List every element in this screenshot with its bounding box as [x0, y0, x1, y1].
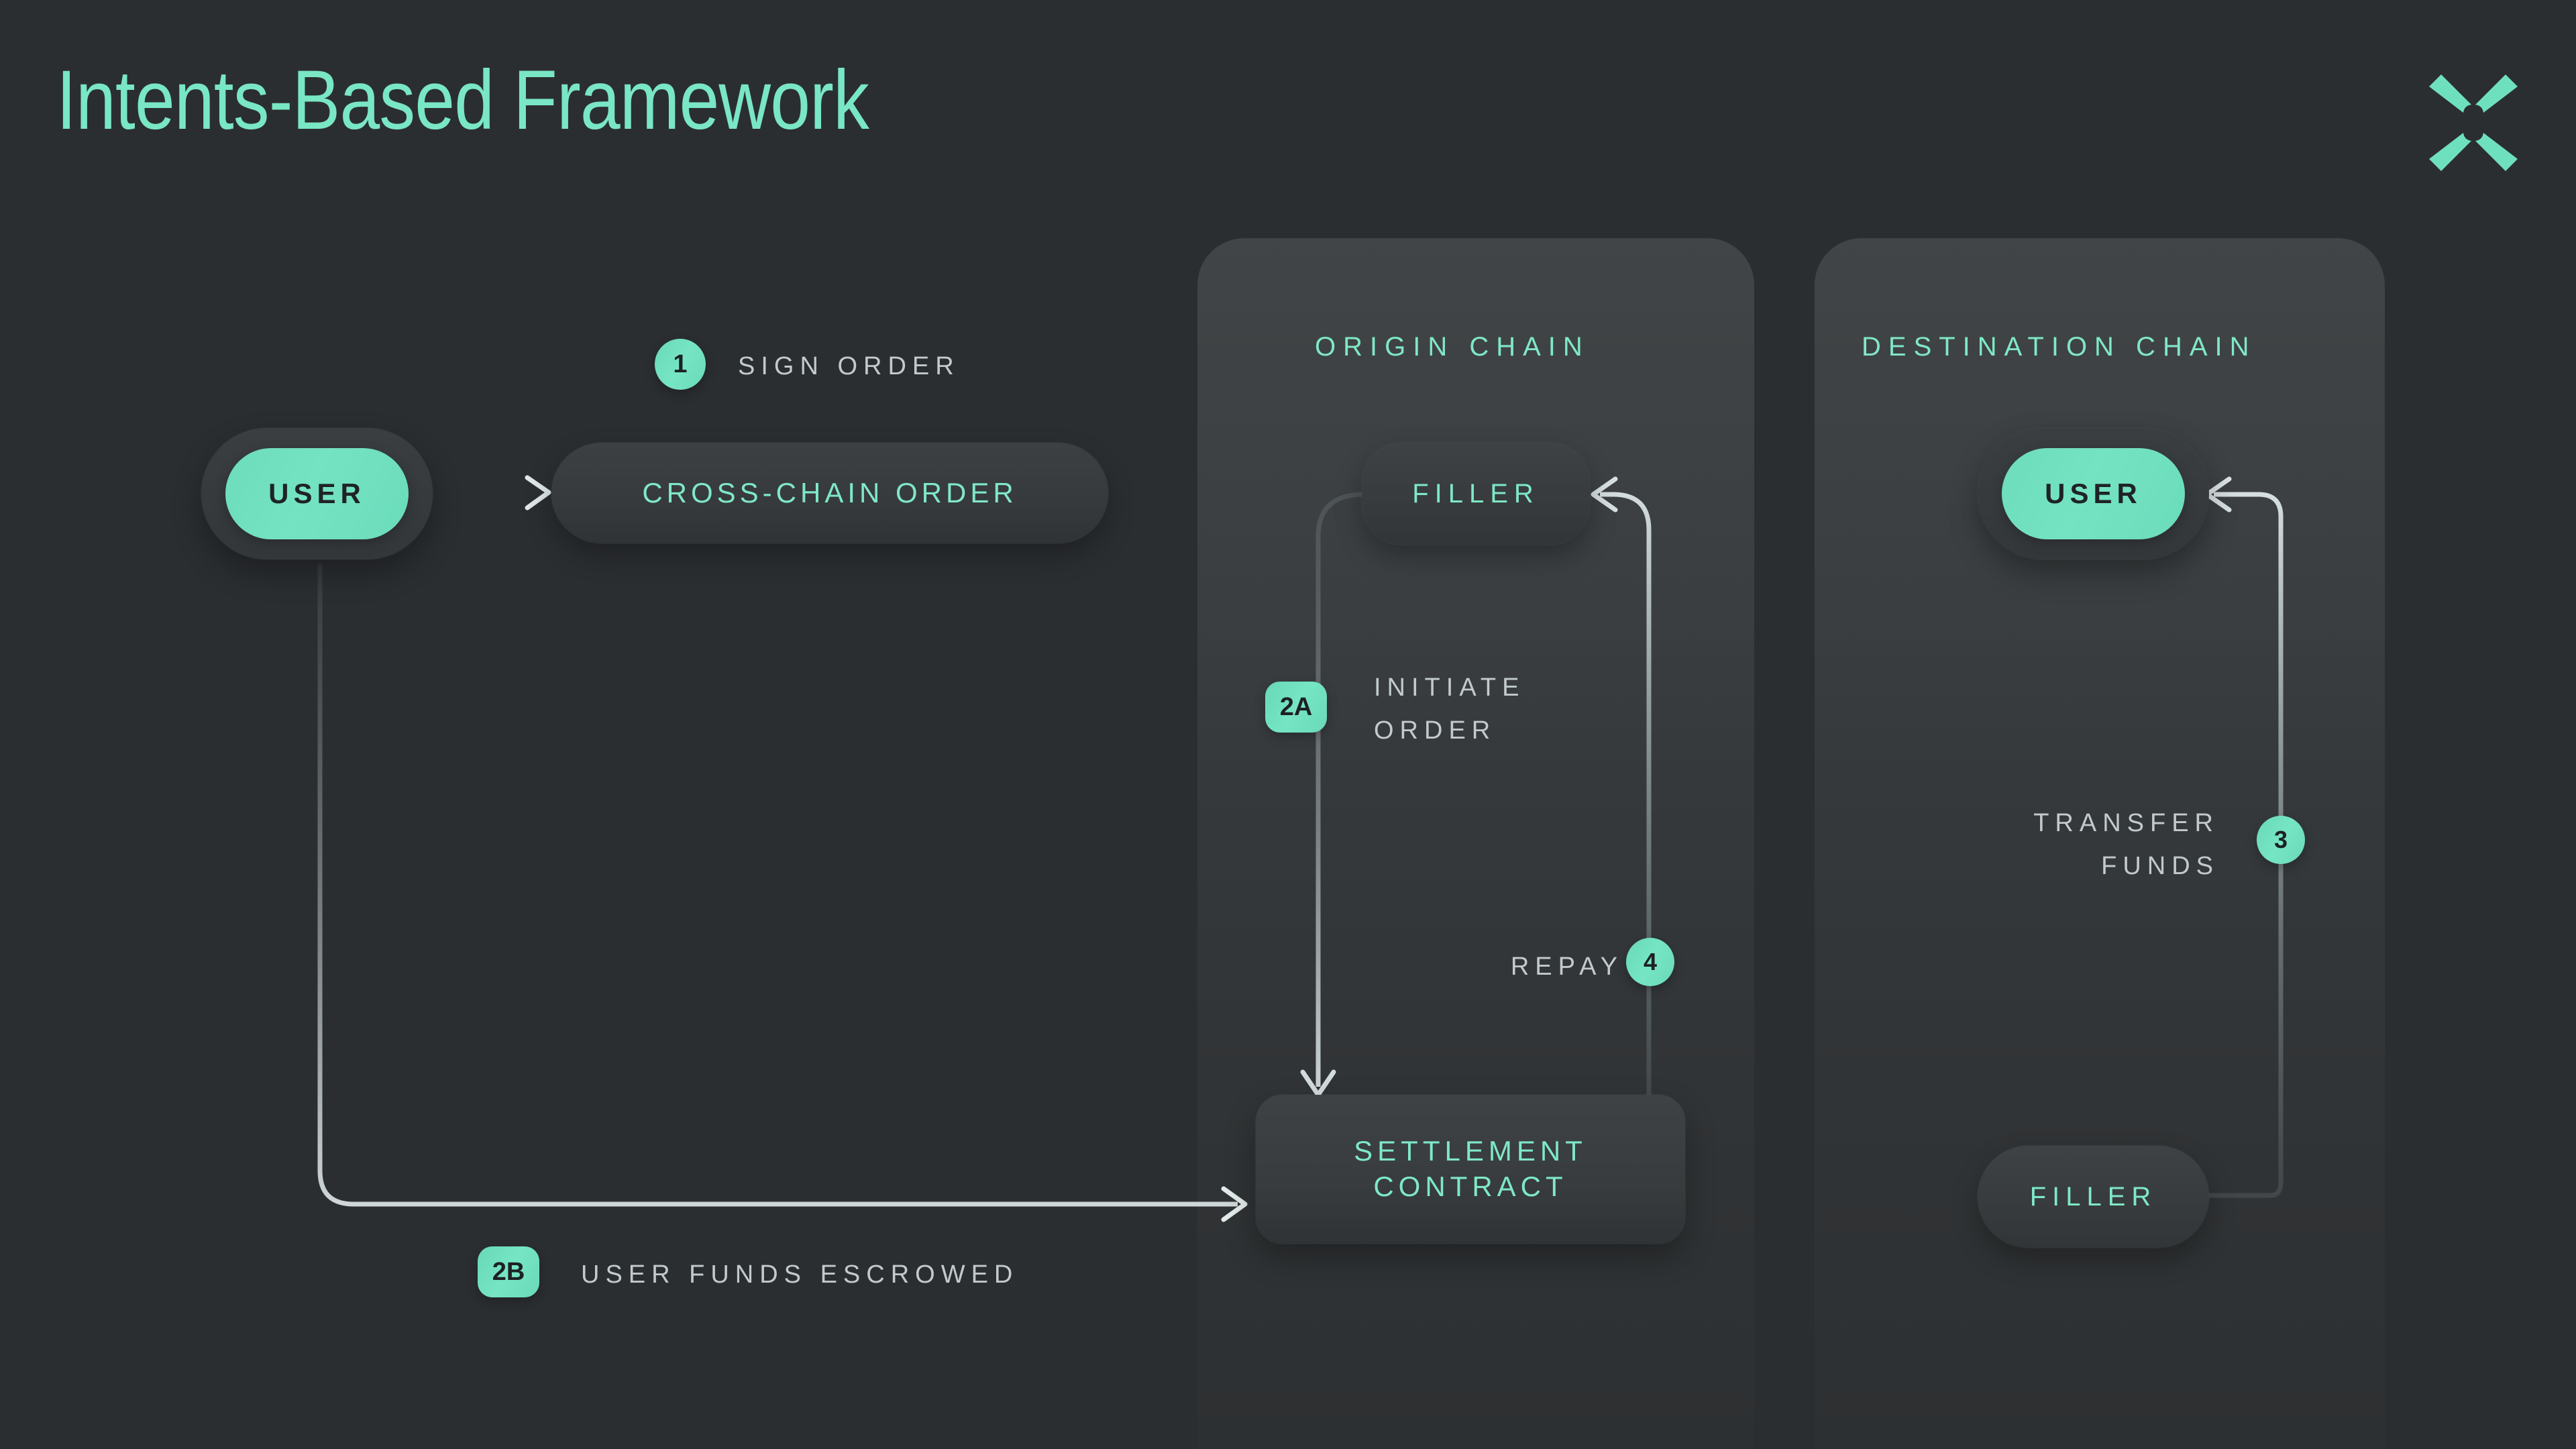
- wire-user-funds-escrowed: [317, 564, 1248, 1222]
- step-badge-3-text: 3: [2273, 826, 2288, 853]
- node-filler-origin[interactable]: FILLER: [1362, 443, 1590, 545]
- node-user-destination-label: USER: [2002, 448, 2185, 539]
- step-badge-3: 3: [2257, 816, 2305, 864]
- step-badge-4: 4: [1626, 938, 1674, 986]
- step-badge-1: 1: [655, 339, 706, 390]
- step-badge-2a: 2A: [1265, 682, 1327, 733]
- step-label-sign-order: SIGN ORDER: [738, 352, 960, 380]
- node-settlement-contract[interactable]: SETTLEMENT CONTRACT: [1256, 1095, 1685, 1244]
- step-label-user-funds-escrowed: USER FUNDS ESCROWED: [581, 1260, 1019, 1289]
- destination-chain-title: DESTINATION CHAIN: [1862, 332, 2257, 362]
- node-filler-destination[interactable]: FILLER: [1978, 1146, 2209, 1248]
- node-user-origin-label: USER: [225, 448, 409, 539]
- settlement-contract-line-1: SETTLEMENT: [1354, 1135, 1587, 1167]
- node-user-origin[interactable]: USER: [201, 428, 433, 559]
- step-badge-2b-text: 2B: [492, 1257, 525, 1286]
- x-logo-icon: [2423, 72, 2524, 173]
- origin-chain-panel: [1197, 238, 1754, 1449]
- wire-sign-order: [481, 475, 551, 511]
- node-cross-chain-order[interactable]: CROSS-CHAIN ORDER: [551, 443, 1108, 543]
- page-title: Intents-Based Framework: [56, 54, 869, 147]
- settlement-contract-line-2: CONTRACT: [1373, 1171, 1568, 1202]
- step-label-repay: REPAY: [1510, 953, 1623, 981]
- step-badge-1-text: 1: [673, 350, 688, 378]
- step-badge-2b: 2B: [478, 1246, 539, 1297]
- step-label-initiate-order-line-1: INITIATE: [1374, 674, 1525, 702]
- step-label-transfer-funds-line-2: FUNDS: [2101, 852, 2219, 880]
- node-filler-destination-label: FILLER: [2029, 1181, 2157, 1212]
- node-filler-origin-label: FILLER: [1412, 478, 1540, 508]
- step-badge-2a-text: 2A: [1279, 692, 1313, 721]
- step-label-transfer-funds-line-1: TRANSFER: [2033, 809, 2219, 837]
- origin-chain-title: ORIGIN CHAIN: [1315, 332, 1590, 362]
- node-user-destination[interactable]: USER: [1978, 428, 2209, 559]
- node-cross-chain-order-label: CROSS-CHAIN ORDER: [642, 477, 1018, 508]
- step-badge-4-text: 4: [1643, 948, 1658, 975]
- step-label-initiate-order-line-2: ORDER: [1374, 716, 1497, 745]
